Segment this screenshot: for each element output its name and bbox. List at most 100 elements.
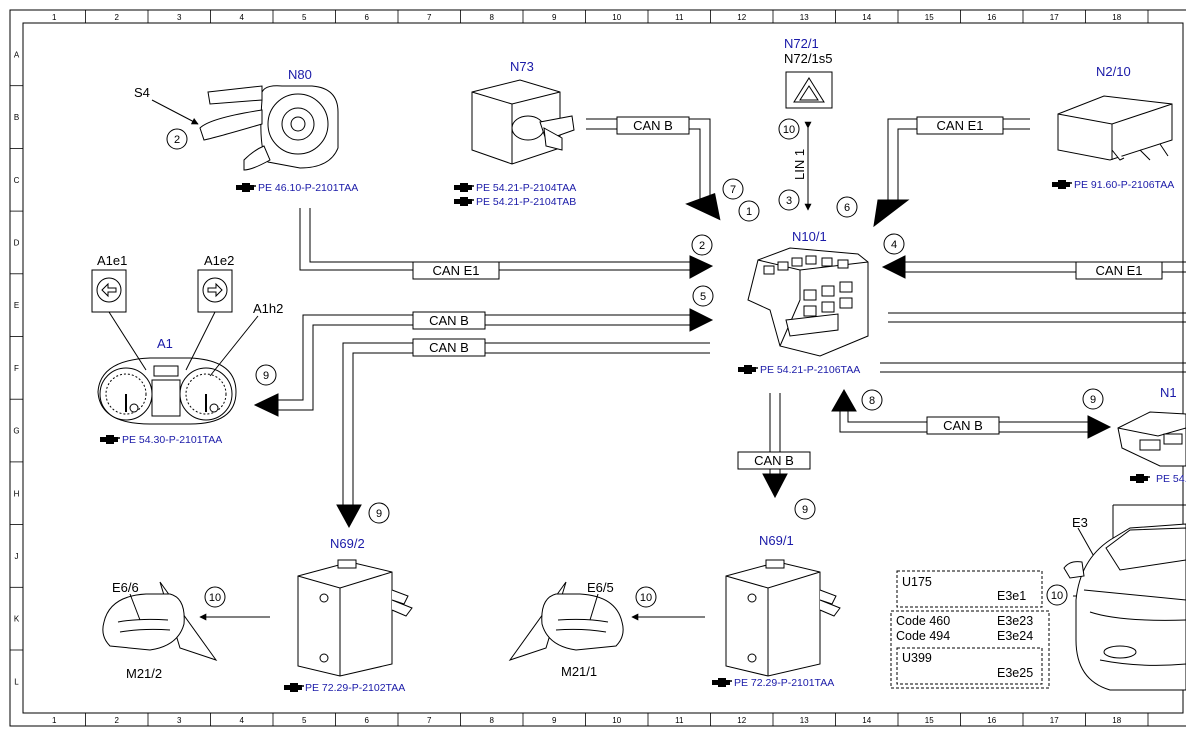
code-u175: U175: [902, 575, 932, 589]
grid-col-bottom: 10: [612, 716, 621, 725]
n73-ref2[interactable]: PE 54.21-P-2104TAB: [476, 196, 576, 208]
circled-number: [794, 498, 816, 520]
grid-col-bottom: 12: [737, 716, 746, 725]
a1e1-label: A1e1: [97, 253, 127, 268]
circled-number: [738, 200, 760, 222]
grid-row-label: L: [14, 677, 19, 686]
circled-number: [691, 234, 713, 256]
can-box-label: CAN B: [429, 340, 469, 355]
code-e3e24: E3e24: [997, 629, 1033, 643]
code-e3e1: E3e1: [997, 589, 1026, 603]
e3-label: E3: [1072, 515, 1088, 530]
n69-1-ref[interactable]: PE 72.29-P-2101TAA: [734, 677, 834, 689]
circled-number-text: 3: [786, 195, 792, 207]
grid-col-bottom: 14: [862, 716, 871, 725]
grid-labels: 1122334455667788991010111112121313141415…: [13, 13, 1121, 725]
grid-col-top: 6: [365, 13, 370, 22]
n69-1-door-module: [725, 559, 841, 677]
grid-col-top: 7: [427, 13, 432, 22]
grid-row-label: A: [14, 50, 20, 59]
n72-hazard-switch[interactable]: [785, 71, 833, 109]
circled-number: [204, 586, 226, 608]
circled-number: [1046, 584, 1068, 606]
a1e2-indicator-right: [185, 269, 259, 377]
circled-number: [883, 233, 905, 255]
circled-number: [368, 502, 390, 524]
n72-sub-label: N72/1s5: [784, 51, 832, 66]
can-box: [737, 451, 811, 470]
hand-pointer-icon: [1130, 474, 1150, 483]
a1e1-indicator-left: [91, 269, 147, 371]
circled-number-text: 10: [783, 124, 795, 136]
grid-col-top: 18: [1112, 13, 1121, 22]
n69-2-door-module: [297, 559, 413, 677]
hand-pointer-icon: [712, 678, 732, 687]
n10-1-sam-module: [747, 247, 869, 357]
circled-number-text: 9: [376, 508, 382, 520]
a1-ref[interactable]: PE 54.30-P-2101TAA: [122, 434, 222, 446]
m21-1-label: M21/1: [561, 664, 597, 679]
m21-2-mirror: [102, 581, 218, 661]
circled-number: [166, 128, 188, 150]
circled-number-text: 4: [891, 239, 897, 251]
n1-label: N1: [1160, 385, 1177, 400]
grid-col-bottom: 16: [987, 716, 996, 725]
circled-number: [836, 196, 858, 218]
n73-ref1[interactable]: PE 54.21-P-2104TAA: [476, 182, 576, 194]
grid-col-top: 10: [612, 13, 621, 22]
circled-number-text: 10: [209, 592, 221, 604]
circled-number-text: 5: [700, 291, 706, 303]
n69-2-label: N69/2: [330, 536, 365, 551]
hand-pointer-icon: [454, 197, 474, 206]
circled-number-text: 9: [802, 504, 808, 516]
grid-col-top: 8: [490, 13, 495, 22]
grid-col-top: 14: [862, 13, 871, 22]
code-box: [890, 570, 1050, 689]
n69-2-ref[interactable]: PE 72.29-P-2102TAA: [305, 682, 405, 694]
n10-1-ref[interactable]: PE 54.21-P-2106TAA: [760, 364, 860, 376]
grid-col-top: 11: [675, 13, 684, 22]
grid-col-top: 15: [925, 13, 934, 22]
m21-1-mirror: [508, 581, 624, 661]
can-box: [926, 416, 1000, 435]
grid-col-bottom: 2: [115, 716, 120, 725]
grid-row-label: K: [14, 615, 20, 624]
grid-row-label: D: [14, 238, 20, 247]
grid-row-label: E: [14, 301, 19, 310]
n1-ref[interactable]: PE 54.2: [1156, 473, 1186, 485]
grid-col-bottom: 15: [925, 716, 934, 725]
n80-ref[interactable]: PE 46.10-P-2101TAA: [258, 182, 358, 194]
n80-steering-module: [199, 85, 339, 171]
grid-col-top: 3: [177, 13, 182, 22]
hand-pointer-icon: [100, 435, 120, 444]
n80-label: N80: [288, 67, 312, 82]
code-460: Code 460: [896, 614, 950, 628]
grid-col-bottom: 1: [52, 716, 57, 725]
code-494: Code 494: [896, 629, 950, 643]
circled-number-text: 7: [730, 184, 736, 196]
grid-col-top: 16: [987, 13, 996, 22]
m21-2-label: M21/2: [126, 666, 162, 681]
can-box: [412, 338, 486, 357]
grid-row-label: C: [14, 176, 20, 185]
can-box-label: CAN B: [633, 118, 673, 133]
grid-col-bottom: 17: [1050, 716, 1059, 725]
can-box: [1075, 261, 1163, 280]
hand-pointer-icon: [284, 683, 304, 692]
can-box: [412, 311, 486, 330]
can-box: [412, 261, 500, 280]
circled-number-text: 6: [844, 202, 850, 214]
n2-10-label: N2/10: [1096, 64, 1131, 79]
circled-number-text: 9: [263, 370, 269, 382]
grid-col-bottom: 3: [177, 716, 182, 725]
circled-number: [255, 364, 277, 386]
bus-lines: [151, 99, 1186, 621]
code-e3e23: E3e23: [997, 614, 1033, 628]
a1-instrument-cluster: [97, 357, 237, 425]
n2-10-ref[interactable]: PE 91.60-P-2106TAA: [1074, 179, 1174, 191]
grid-col-top: 9: [552, 13, 557, 22]
circled-number: [778, 118, 800, 140]
grid-col-top: 4: [240, 13, 245, 22]
